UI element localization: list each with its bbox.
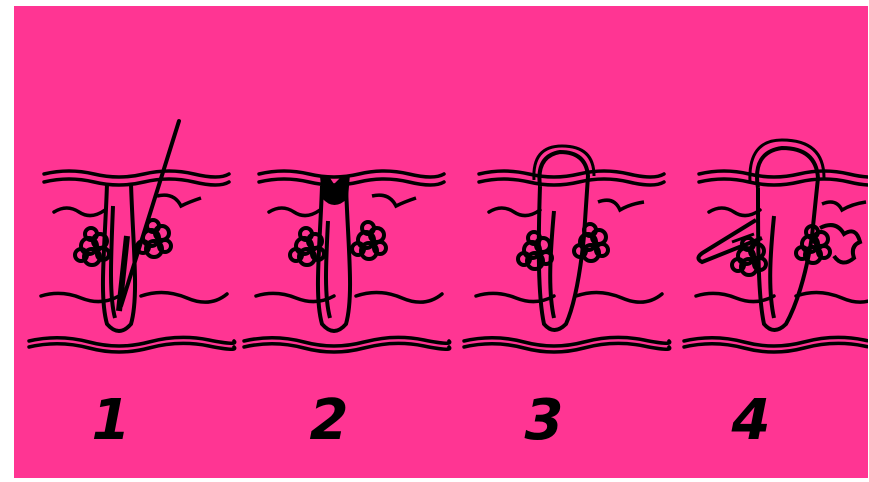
stage-3-inflamed-follicle	[464, 146, 670, 352]
stage-4-ruptured-follicle	[684, 140, 868, 352]
stage-2-label: 2	[289, 391, 369, 451]
stage-2-blocked-pore	[244, 171, 450, 352]
stage-4-label: 4	[711, 391, 791, 451]
stage-3-label: 3	[504, 391, 584, 451]
diagram-panel: 1 2 3 4	[14, 6, 868, 478]
stage-1-normal-follicle	[29, 121, 235, 352]
stage-1-label: 1	[71, 391, 151, 451]
